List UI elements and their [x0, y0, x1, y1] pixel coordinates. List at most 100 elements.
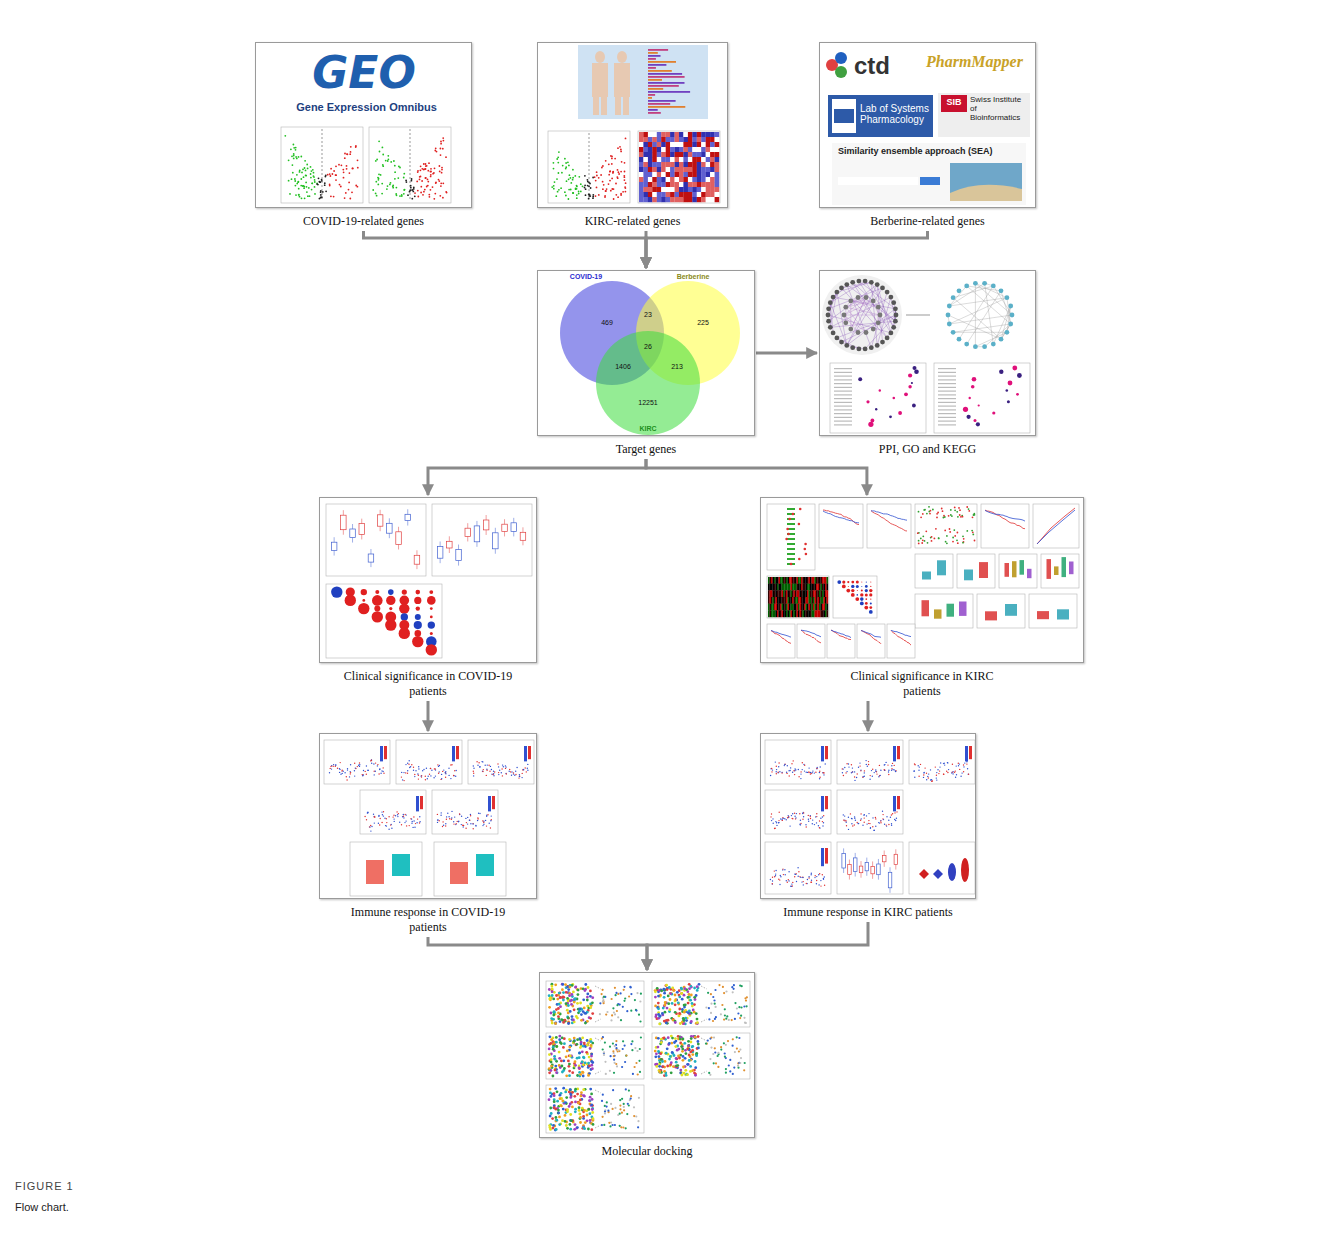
heatmap-cell	[804, 590, 806, 597]
heatmap-cell	[807, 584, 809, 591]
correlation-dot	[857, 594, 859, 596]
data-point	[403, 177, 405, 179]
data-point	[442, 771, 443, 772]
heatmap-cell	[670, 147, 675, 152]
data-point	[445, 191, 447, 193]
network-node	[991, 284, 996, 289]
data-point	[437, 819, 438, 820]
heatmap-cell	[639, 142, 644, 147]
data-point	[420, 169, 422, 171]
data-point	[381, 811, 382, 812]
heatmap-cell	[652, 152, 657, 157]
network-node	[885, 336, 890, 341]
data-point	[486, 769, 487, 770]
heatmap-cell	[798, 577, 800, 584]
heatmap-cell	[821, 577, 823, 584]
heatmap-cell	[800, 577, 802, 584]
data-point	[354, 770, 355, 771]
data-point	[411, 818, 412, 819]
data-point	[511, 771, 512, 772]
correlation-dot	[428, 621, 435, 628]
data-point	[314, 179, 316, 181]
data-point	[386, 825, 387, 826]
data-point	[442, 821, 443, 822]
heatmap-cell	[701, 167, 706, 172]
data-point	[340, 774, 341, 775]
term-bar	[938, 413, 956, 414]
data-point	[381, 822, 382, 823]
network-edge	[953, 324, 1011, 332]
data-point	[592, 194, 594, 196]
heatmap-cell	[786, 590, 788, 597]
heatmap-cell	[683, 197, 688, 202]
heatmap-cell	[786, 577, 788, 584]
data-point	[823, 772, 824, 773]
data-point	[775, 761, 776, 762]
heatmap-cell	[776, 604, 778, 611]
data-point	[303, 176, 305, 178]
data-point	[440, 154, 442, 156]
term-bar	[938, 372, 956, 373]
heatmap-cell	[701, 172, 706, 177]
heatmap-cell	[639, 167, 644, 172]
box-plot	[447, 541, 453, 548]
heatmap-cell	[770, 604, 772, 611]
data-point	[371, 759, 372, 760]
correlation-dot	[865, 602, 868, 605]
data-point	[551, 186, 553, 188]
heatmap-cell	[657, 192, 662, 197]
figure-label: Lab of Systems Pharmacology	[860, 103, 930, 125]
data-point	[354, 775, 355, 776]
data-point	[789, 775, 790, 776]
heatmap-cell	[701, 197, 706, 202]
data-point	[568, 178, 570, 180]
data-point	[440, 185, 442, 187]
data-point	[605, 190, 607, 192]
heatmap-cell	[639, 177, 644, 182]
network-edge	[975, 283, 1012, 315]
data-point	[525, 767, 526, 768]
box-plot	[437, 547, 443, 559]
data-point	[313, 175, 315, 177]
data-point	[568, 165, 570, 167]
data-point	[499, 770, 500, 771]
network-node	[880, 340, 885, 345]
flow-step: COVID-19BerberineKIRC4692322514062621312…	[537, 270, 755, 457]
plot-frame	[915, 554, 953, 588]
heatmap-cell	[782, 590, 784, 597]
term-bar	[834, 424, 852, 425]
heatmap-cell	[697, 142, 702, 147]
correlation-dot	[837, 580, 841, 584]
figure-label: PharmMapper	[926, 53, 1034, 71]
data-point	[553, 185, 555, 187]
box-plot	[511, 523, 517, 532]
heatmap-cell	[643, 157, 648, 162]
network-edge	[828, 292, 837, 315]
data-point	[405, 764, 406, 765]
network-edge	[844, 315, 866, 333]
plot-frame	[767, 504, 815, 570]
heatmap-cell	[783, 590, 785, 597]
correlation-dot	[402, 590, 407, 595]
heatmap-cell	[798, 597, 800, 604]
data-point	[378, 815, 379, 816]
data-point	[604, 196, 606, 198]
heatmap-cell	[777, 604, 779, 611]
data-point	[972, 516, 974, 518]
data-point	[472, 823, 473, 824]
network-node	[850, 280, 855, 285]
data-point	[319, 198, 321, 200]
data-point	[347, 153, 349, 155]
correlation-dot	[358, 603, 369, 614]
data-point	[346, 168, 348, 170]
forest-mark	[787, 533, 795, 535]
data-point	[411, 180, 413, 182]
heatmap-cell	[688, 167, 693, 172]
network-node	[876, 305, 881, 310]
bar	[648, 55, 661, 57]
heatmap-cell	[804, 577, 806, 584]
data-point	[943, 515, 945, 517]
data-point	[800, 773, 801, 774]
data-point	[292, 164, 294, 166]
heatmap-cell	[652, 192, 657, 197]
